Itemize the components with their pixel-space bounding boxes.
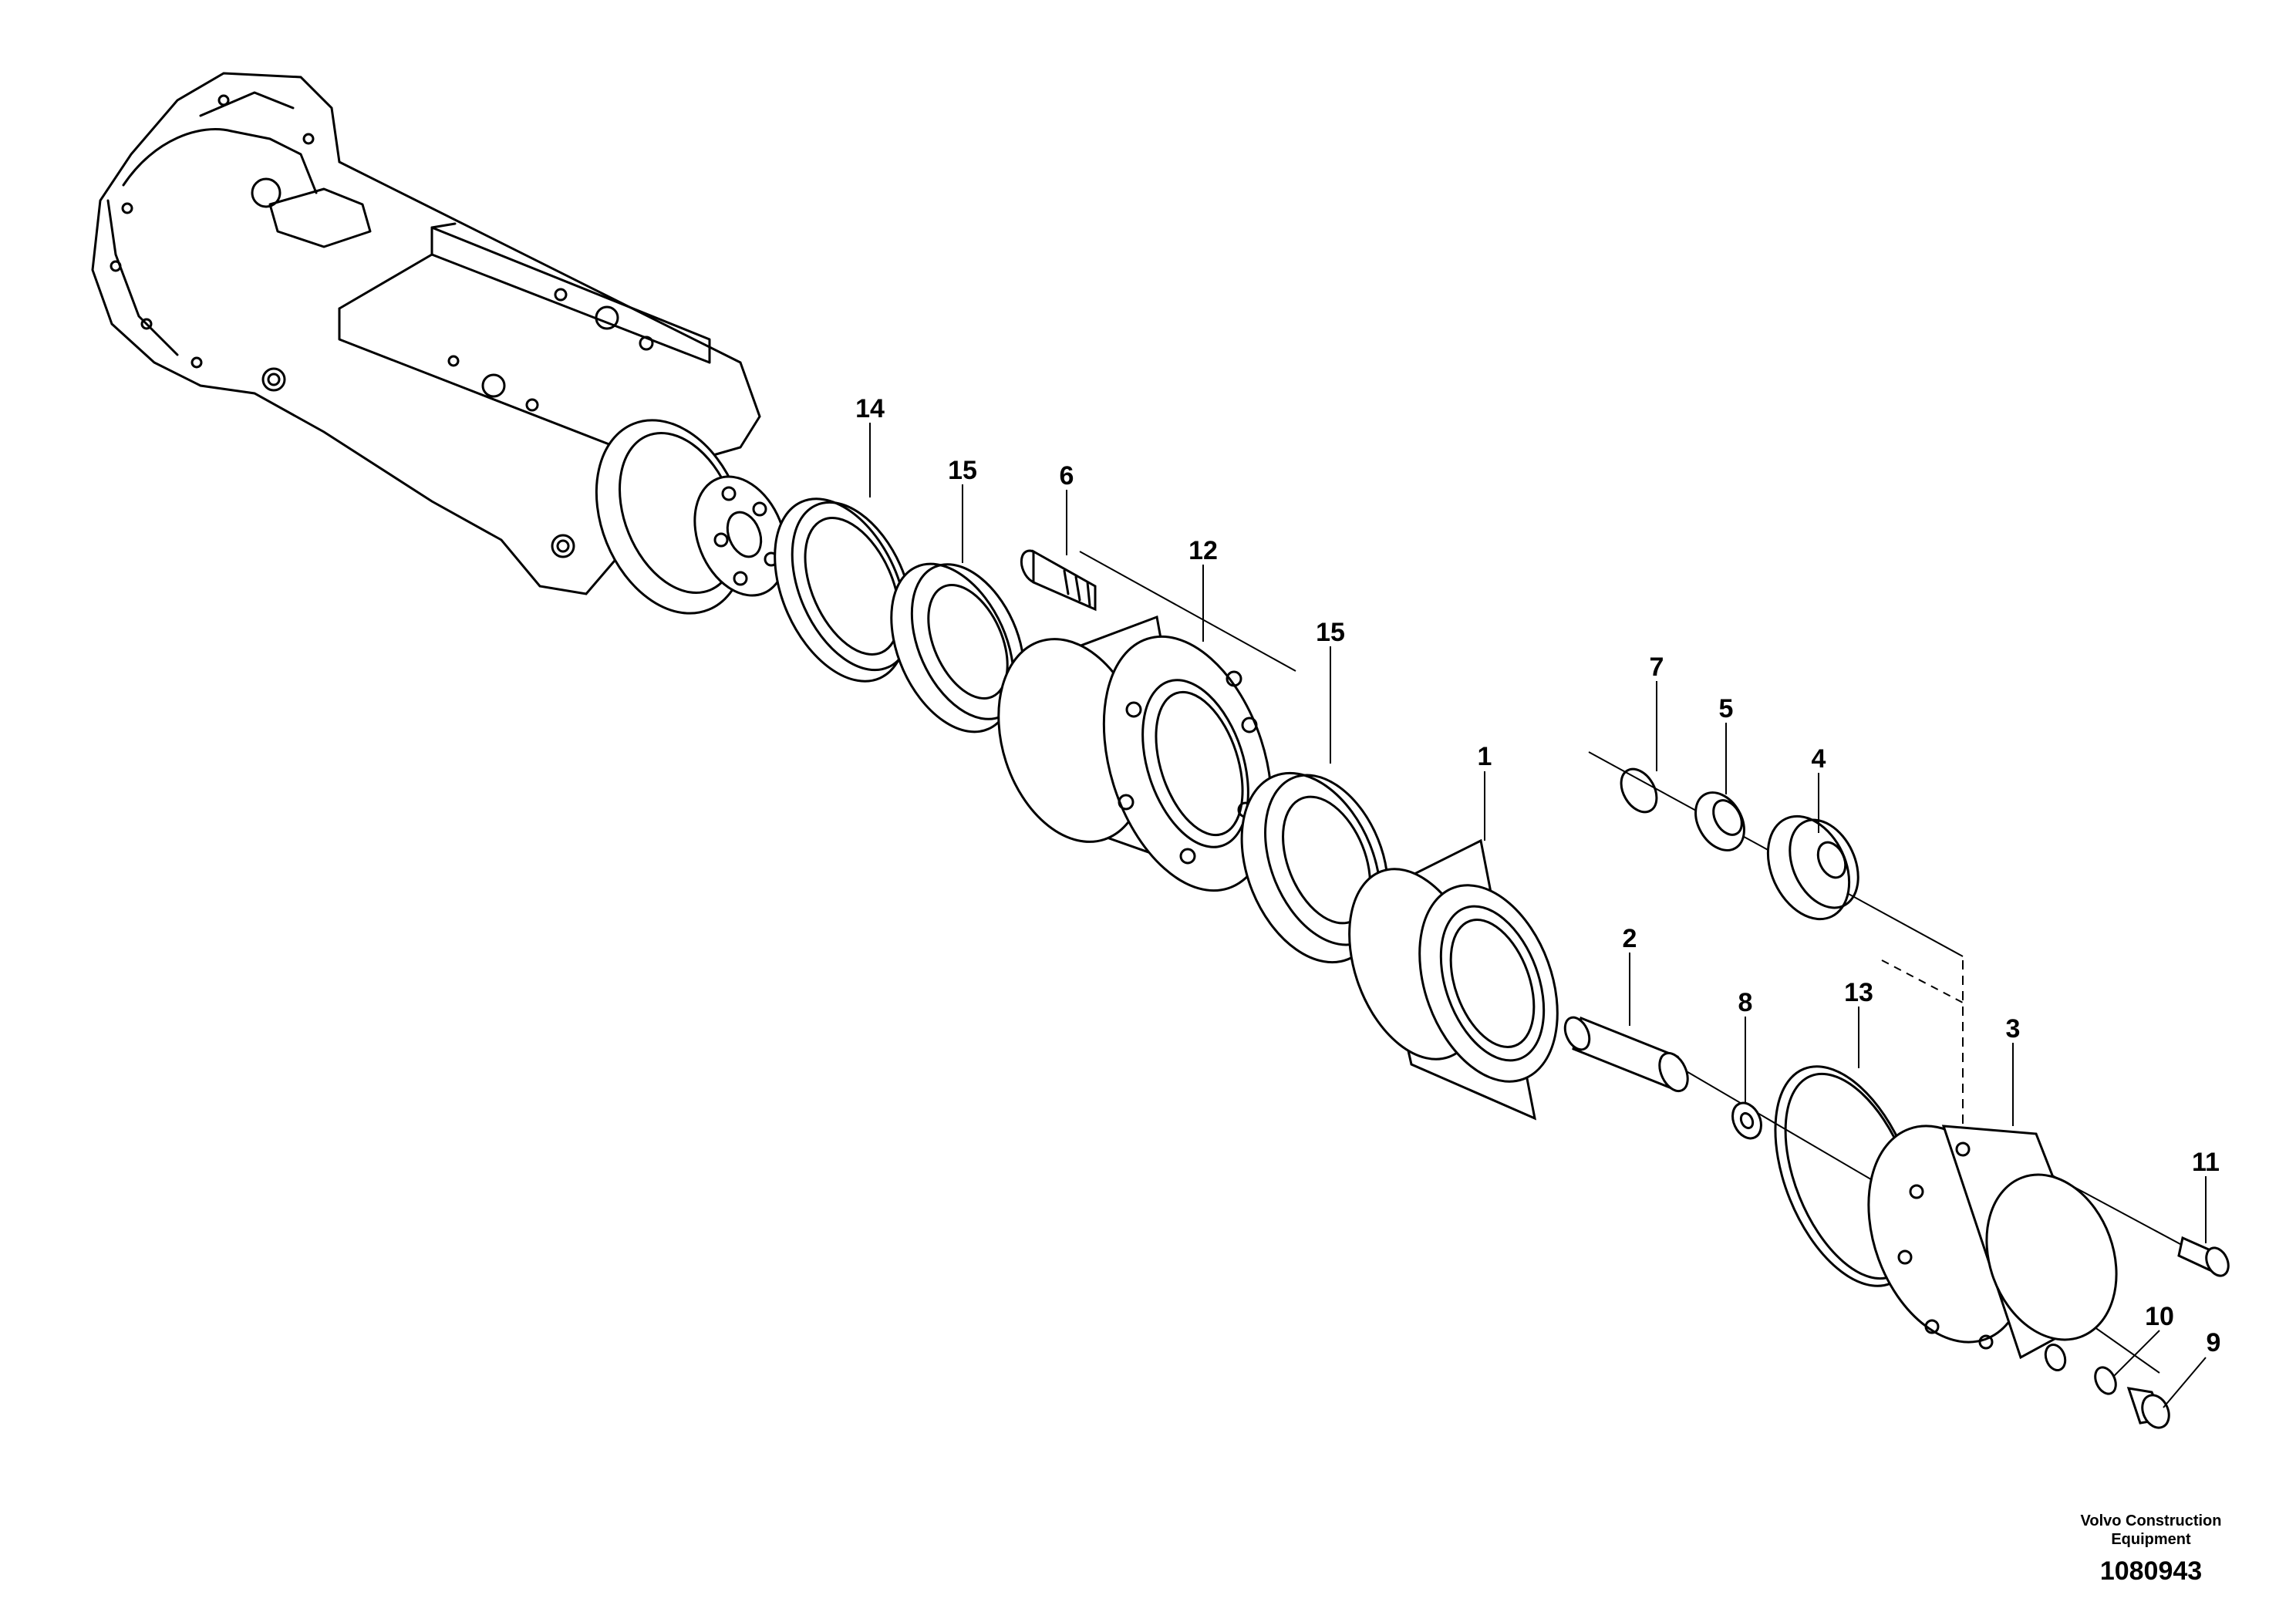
part-3-planet-carrier xyxy=(1867,1125,2118,1371)
part-15-bearing-inner xyxy=(890,562,1026,733)
manufacturer-caption: Volvo Construction Equipment xyxy=(2051,1512,2251,1549)
part-14-seal xyxy=(774,497,914,683)
part-11-screw xyxy=(2177,1236,2230,1277)
part-6-stud-bolt xyxy=(1020,549,1097,612)
part-8-thrust-washer xyxy=(1731,1101,1762,1140)
callout-2: 2 xyxy=(1623,924,1637,953)
callout-15-second: 15 xyxy=(1316,618,1345,647)
callout-15-first: 15 xyxy=(948,456,977,485)
part-10-seal-washer xyxy=(2094,1366,2117,1395)
part-5-needle-bearing xyxy=(1694,791,1745,851)
callout-8: 8 xyxy=(1738,988,1753,1017)
part-9-drain-plug xyxy=(2126,1387,2170,1429)
callout-7: 7 xyxy=(1650,653,1664,682)
part-7-snap-ring xyxy=(1620,767,1658,814)
callout-14: 14 xyxy=(855,394,885,423)
part-4-planet-gear xyxy=(1766,814,1859,921)
callout-3: 3 xyxy=(2006,1014,2021,1044)
part-12-wheel-hub xyxy=(997,615,1273,892)
callout-5: 5 xyxy=(1719,694,1734,723)
callout-6: 6 xyxy=(1060,461,1074,491)
callout-9: 9 xyxy=(2207,1328,2221,1357)
manufacturer-line-1: Volvo Construction xyxy=(2080,1512,2222,1529)
callout-4: 4 xyxy=(1812,744,1826,774)
callout-10: 10 xyxy=(2145,1302,2174,1331)
manufacturer-line-2: Equipment xyxy=(2111,1531,2191,1548)
callout-leaders xyxy=(869,423,2207,1408)
axle-housing xyxy=(91,72,787,615)
callout-13: 13 xyxy=(1844,978,1873,1007)
drawing-reference-number: 1080943 xyxy=(2099,1556,2203,1586)
callout-12: 12 xyxy=(1188,536,1218,565)
part-1-ring-gear xyxy=(1348,838,1559,1121)
callout-1: 1 xyxy=(1478,742,1492,771)
callout-numbers: 1 2 3 4 5 6 7 8 9 10 11 12 13 14 15 15 xyxy=(855,394,2220,1357)
part-2-sun-gear-shaft xyxy=(1563,1016,1689,1093)
callout-11: 11 xyxy=(2192,1148,2220,1177)
